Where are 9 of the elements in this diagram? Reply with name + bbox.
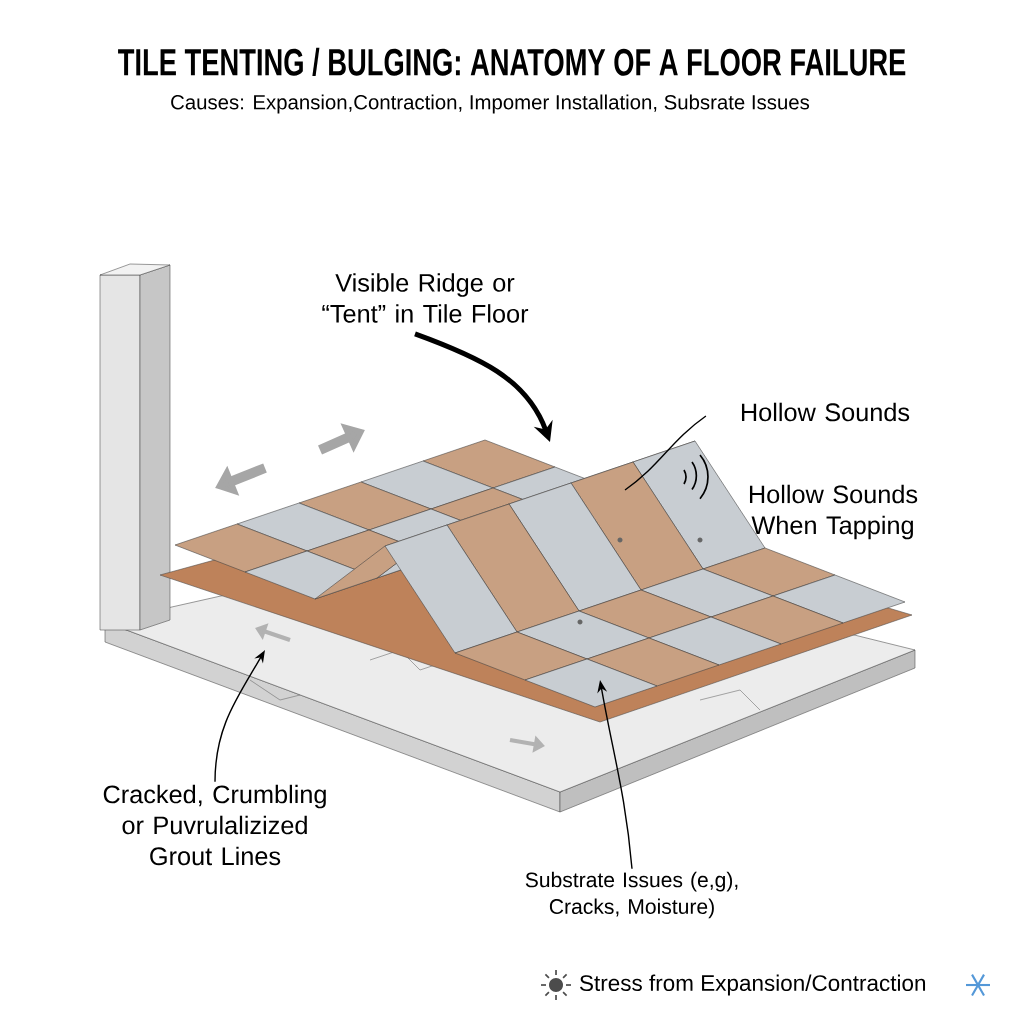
callout-text: Cracked, Crumbling or Puvrulalizized Grout Lines bbox=[103, 784, 326, 866]
callout-text: Hollow Sounds When Tapping bbox=[750, 484, 918, 540]
title: TILE TENTING / BULGING: ANATOMY OF A FLOOR FAILURE bbox=[118, 47, 906, 77]
legend-text: Stress from Expansion/Contraction bbox=[580, 974, 926, 996]
callout-text: Visible Ridge or “Tent” in Tile Floor bbox=[322, 273, 529, 323]
leader-line bbox=[624, 415, 707, 491]
subtitle: Causes: Expansion,Contraction, Impomer Installation, Subsrate Issues bbox=[171, 94, 810, 114]
callout-text: Hollow Sounds bbox=[742, 402, 910, 422]
callout-text: Substrate Issues (e,g), Cracks, Moisture) bbox=[525, 871, 738, 919]
